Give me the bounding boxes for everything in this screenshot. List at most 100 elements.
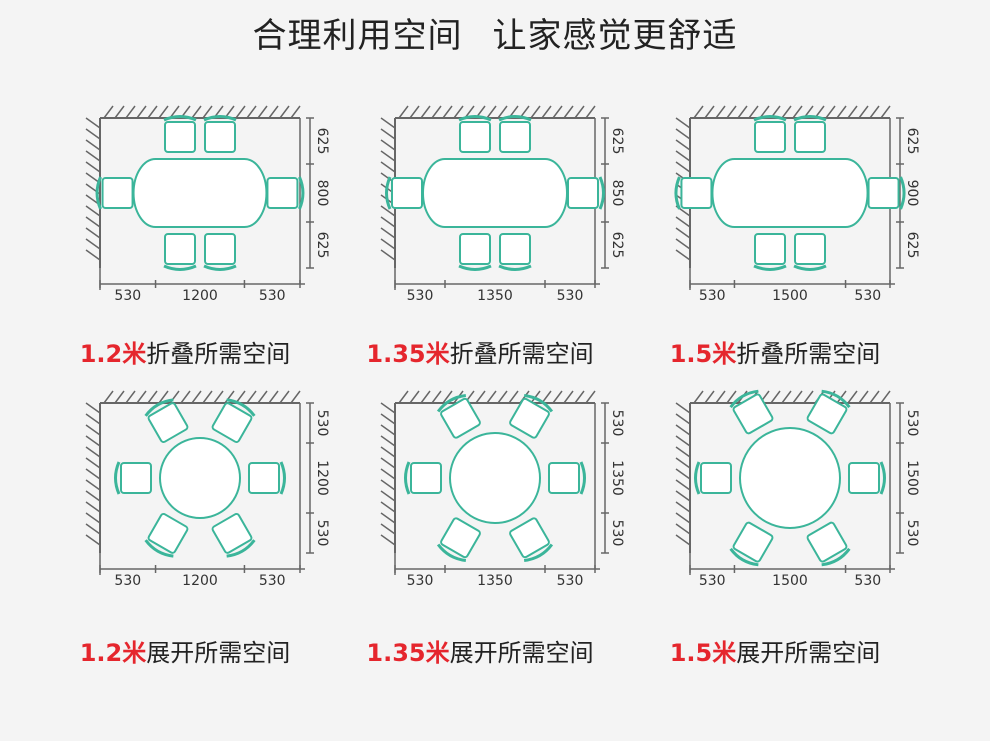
chair-back <box>598 176 605 210</box>
wall-hatch <box>675 413 691 425</box>
wall-hatch <box>675 446 691 458</box>
wall-hatch <box>508 390 519 404</box>
dim-bottom-right: 530 <box>259 573 286 589</box>
chair-seat <box>806 521 848 563</box>
chair-back <box>436 394 467 413</box>
size-label: 1.5米 <box>669 639 737 667</box>
wall-hatch <box>486 105 497 119</box>
wall-hatch <box>380 238 396 250</box>
chair-back <box>729 547 759 567</box>
chair-seat <box>548 462 580 494</box>
table-top <box>711 158 869 228</box>
dim-side-middle: 900 <box>904 180 920 207</box>
wall-hatch <box>704 105 715 119</box>
wall-hatch <box>693 390 704 404</box>
chair-back <box>753 264 787 271</box>
wall-hatch <box>85 435 101 447</box>
dim-side-middle: 850 <box>609 180 625 207</box>
dim-bottom-middle: 1500 <box>772 573 808 589</box>
wall-hatch <box>497 390 508 404</box>
chair-back <box>523 394 554 413</box>
dim-side-bottom: 625 <box>609 232 625 259</box>
wall-hatch <box>880 390 891 404</box>
dim-side-bottom: 530 <box>314 520 330 547</box>
wall-hatch <box>85 161 101 173</box>
chair-back <box>458 115 492 122</box>
chair-back <box>821 547 851 567</box>
wall-hatch <box>398 390 409 404</box>
chair <box>729 389 774 435</box>
dim-bottom-left: 530 <box>407 288 434 304</box>
wall-hatch <box>442 105 453 119</box>
chair-seat <box>459 233 491 265</box>
wall-hatch <box>224 390 235 404</box>
chair-seat <box>794 233 826 265</box>
chair <box>509 517 554 562</box>
chair-back <box>404 461 411 495</box>
chair <box>848 461 886 495</box>
wall-hatch <box>675 249 691 261</box>
wall-hatch <box>85 205 101 217</box>
chair-back <box>385 176 392 210</box>
dim-bottom-left: 530 <box>699 573 726 589</box>
chair <box>163 233 197 271</box>
size-label: 1.35米 <box>366 340 450 368</box>
wall-hatch <box>202 105 213 119</box>
chair-back <box>821 389 851 409</box>
wall-hatch <box>191 105 202 119</box>
wall-hatch <box>420 105 431 119</box>
wall-hatch <box>380 161 396 173</box>
chair <box>114 461 152 495</box>
chair-back <box>899 176 906 210</box>
wall-hatch <box>675 457 691 469</box>
chair-seat <box>164 121 196 153</box>
size-label: 1.2米 <box>79 639 147 667</box>
wall-hatch <box>748 105 759 119</box>
chair-seat <box>680 177 713 209</box>
chair <box>144 513 189 558</box>
wall-hatch <box>574 105 585 119</box>
wall-hatch <box>675 161 691 173</box>
panel-caption: 1.35米折叠所需空间 <box>355 334 605 369</box>
chair <box>211 398 256 443</box>
dim-bottom-middle: 1350 <box>477 573 513 589</box>
chair-seat <box>204 233 236 265</box>
wall-hatch <box>180 390 191 404</box>
chair-back <box>163 264 197 271</box>
chair-seat <box>867 177 900 209</box>
wall-hatch <box>202 390 213 404</box>
wall-hatch <box>279 105 290 119</box>
chair-back <box>729 389 759 409</box>
dim-bottom-middle: 1500 <box>772 288 808 304</box>
wall-hatch <box>85 128 101 140</box>
title-part2: 让家感觉更舒适 <box>492 16 738 56</box>
chair-seat <box>567 177 599 209</box>
wall-hatch <box>246 390 257 404</box>
dim-side-middle: 1350 <box>609 460 625 496</box>
wall-hatch <box>675 523 691 535</box>
dim-bottom-left: 530 <box>699 288 726 304</box>
chair-seat <box>266 177 299 209</box>
wall-hatch <box>103 390 114 404</box>
chair-back <box>279 461 286 495</box>
wall-hatch <box>103 105 114 119</box>
wall-hatch <box>541 105 552 119</box>
chair-seat <box>700 462 732 494</box>
wall-hatch <box>380 512 396 524</box>
chair-back <box>203 264 237 271</box>
wall-hatch <box>675 512 691 524</box>
wall-hatch <box>279 390 290 404</box>
wall-hatch <box>675 238 691 250</box>
wall-hatch <box>737 105 748 119</box>
wall-hatch <box>85 523 101 535</box>
dim-bottom-right: 530 <box>854 288 881 304</box>
chair-back <box>144 539 174 558</box>
wall-hatch <box>431 390 442 404</box>
dim-side-top: 625 <box>609 128 625 155</box>
chair-seat <box>754 121 786 153</box>
wall-hatch <box>704 390 715 404</box>
dim-bottom-right: 530 <box>557 288 584 304</box>
wall-hatch <box>880 105 891 119</box>
